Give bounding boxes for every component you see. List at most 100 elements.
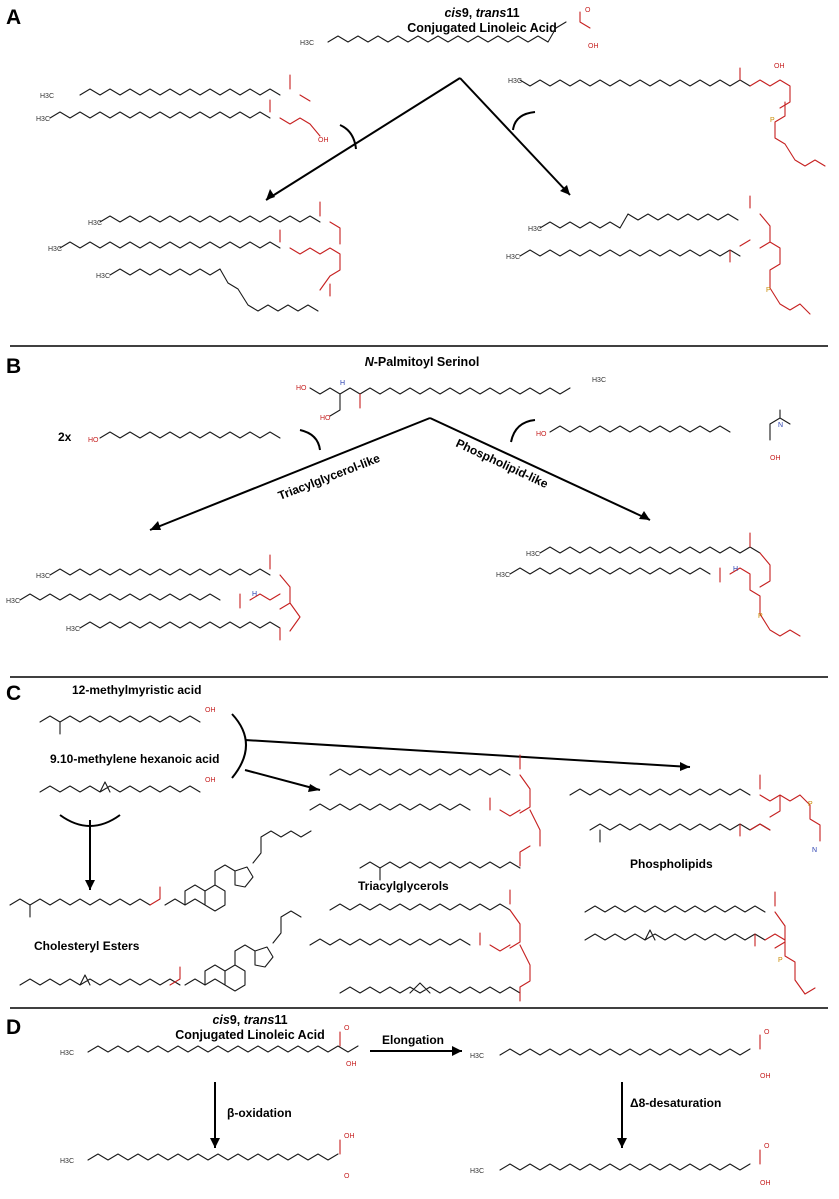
step-beta-oxidation: β-oxidation — [227, 1106, 292, 1120]
panel-a-title-cis: cis — [444, 6, 461, 20]
triacylglycerol-like-product: H3C H3C H3C H — [6, 554, 301, 641]
methylmyristic-molecule: OH — [39, 707, 216, 735]
panel-a-title-line1: cis9, trans11 — [444, 6, 519, 20]
diacylglycerol-a: H3C H3C OH — [36, 74, 329, 144]
panel-b-2x-label: 2x — [58, 430, 72, 444]
product-triacylglycerols: Triacylglycerols — [358, 879, 449, 893]
methylene-oh: OH — [205, 777, 216, 784]
panel-d-title-mid: 9, — [230, 1013, 244, 1027]
arrow-b-right — [429, 417, 651, 521]
triacylglycerol-c-2 — [309, 889, 531, 1002]
pll-nh: H — [733, 566, 738, 573]
substrate-methylene-hexanoic: 9.10-methylene hexanoic acid — [50, 752, 219, 766]
panel-d-title-line2: Conjugated Linoleic Acid — [175, 1028, 325, 1042]
cla-molecule-a: H3C O OH — [300, 7, 599, 50]
phospholipid-a: H3C H3C P — [506, 195, 811, 315]
arrowhead-b-right — [639, 511, 650, 520]
arrow-a-right — [459, 77, 571, 196]
pl-a-ch3-2: H3C — [506, 254, 520, 261]
methylene-hexanoic-molecule: OH — [39, 777, 216, 793]
substrate-12-methylmyristic: 12-methylmyristic acid — [72, 683, 201, 697]
dag-a-ch3-2: H3C — [36, 116, 50, 123]
phospholipid-c-1: P N — [569, 774, 821, 854]
arrow-a-left — [265, 77, 461, 201]
triacylglycerol-a: H3C H3C H3C — [48, 201, 341, 312]
curved-arrow-b-left — [299, 429, 321, 451]
palmitoyl-serinol: HO HO H H3C — [296, 377, 606, 422]
elongated-o: O — [764, 1029, 770, 1036]
arrowhead-d-beta — [210, 1138, 220, 1148]
pl-a-ch3-1: H3C — [528, 226, 542, 233]
arrowhead-a-left — [266, 189, 275, 200]
cholesteryl-ester-2 — [19, 910, 302, 992]
choline: N OH — [769, 409, 791, 462]
dag-a-ch3-1: H3C — [40, 93, 54, 100]
elongated-molecule: H3C O OH — [470, 1029, 771, 1080]
phospholipid-c1-p: P — [808, 801, 813, 808]
panel-a-title-mid: 9, — [462, 6, 476, 20]
route-phospholipid-like: Phospholipid-like — [454, 436, 551, 491]
lyso-a-ch3: H3C — [508, 78, 522, 85]
panel-b-title-rest: -Palmitoyl Serinol — [374, 355, 480, 369]
tagl-ch3-2: H3C — [6, 598, 20, 605]
methylmyristic-oh: OH — [205, 707, 216, 714]
curved-arrow-a-left — [339, 124, 357, 150]
serinol-ho-1: HO — [296, 385, 307, 392]
choline-n: N — [778, 422, 783, 429]
desaturated-oh: OH — [760, 1180, 771, 1187]
tagl-ch3-1: H3C — [36, 573, 50, 580]
tagl-ch3-3: H3C — [66, 626, 80, 633]
cla-d-o: O — [344, 1025, 350, 1032]
panel-d-title-suffix: 11 — [274, 1013, 287, 1027]
arrowhead-a-right — [560, 185, 570, 195]
cla-a-oh: OH — [588, 43, 599, 50]
arrowhead-b-left — [150, 521, 161, 530]
product-phospholipids: Phospholipids — [630, 857, 713, 871]
beta-oh: OH — [344, 1133, 355, 1140]
arrowhead-d-desat — [617, 1138, 627, 1148]
step-elongation: Elongation — [382, 1033, 444, 1047]
choline-oh: OH — [770, 455, 781, 462]
cla-molecule-d: H3C O OH — [60, 1025, 359, 1068]
desaturated-molecule: H3C O OH — [470, 1143, 771, 1187]
pll-p: P — [758, 613, 763, 620]
panel-d-title-line1: cis9, trans11 — [212, 1013, 287, 1027]
palmitic-right-ho: HO — [536, 431, 547, 438]
beta-ch3: H3C — [60, 1158, 74, 1165]
cla-d-oh: OH — [346, 1061, 357, 1068]
panel-b-title: N-Palmitoyl Serinol — [365, 355, 480, 369]
pl-a-p: P — [766, 287, 771, 294]
lysophospholipid-a: H3C OH P — [508, 63, 826, 167]
desaturated-o: O — [764, 1143, 770, 1150]
palmitic-left-ho: HO — [88, 437, 99, 444]
tagl-nh: H — [252, 591, 257, 598]
serinol-ch3: H3C — [592, 377, 606, 384]
desaturated-ch3: H3C — [470, 1168, 484, 1175]
pll-ch3-1: H3C — [526, 551, 540, 558]
panel-a-title-line2: Conjugated Linoleic Acid — [407, 21, 557, 35]
arrowhead-c-triacylglycerols — [308, 784, 320, 792]
elongated-ch3: H3C — [470, 1053, 484, 1060]
arrowhead-d-elongation — [452, 1046, 462, 1056]
panel-a-title-trans: trans — [476, 6, 507, 20]
arrow-b-left — [149, 417, 431, 531]
panel-a-label: A — [6, 6, 21, 29]
panel-d-title-cis: cis — [212, 1013, 229, 1027]
arrowhead-c-cholesteryl — [85, 880, 95, 890]
panel-d-title-trans: trans — [244, 1013, 275, 1027]
serinol-nh: H — [340, 380, 345, 387]
panel-a-title-suffix: 11 — [506, 6, 519, 20]
cla-a-ch3: H3C — [300, 40, 314, 47]
arrow-c-to-triacylglycerols — [244, 769, 321, 791]
panel-b-title-n: N — [365, 355, 375, 369]
step-delta8-desaturation: Δ8-desaturation — [630, 1096, 721, 1110]
phospholipid-like-product: H3C H3C H P — [496, 532, 801, 637]
cla-d-ch3: H3C — [60, 1050, 74, 1057]
phospholipid-c2-p: P — [778, 957, 783, 964]
panel-b-label: B — [6, 355, 21, 378]
phospholipid-c1-n: N — [812, 847, 817, 854]
dag-a-oh: OH — [318, 137, 329, 144]
pll-ch3-2: H3C — [496, 572, 510, 579]
phospholipid-c-2: P — [584, 891, 816, 995]
